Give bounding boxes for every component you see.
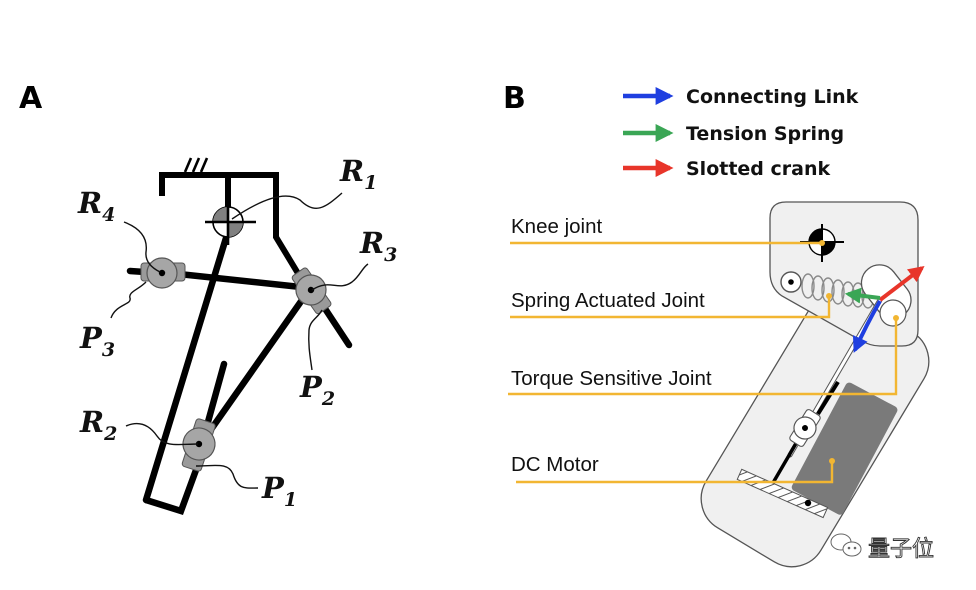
- label-p1: P1: [261, 471, 297, 511]
- legend-label: Tension Spring: [686, 123, 844, 145]
- callout-dots: [819, 240, 899, 464]
- label-p3: P3: [79, 321, 115, 361]
- connecting-link-arrow-icon: [852, 300, 882, 353]
- watermark-text: 量子位: [868, 537, 934, 562]
- link-r3-r2: [201, 286, 313, 442]
- motor-shaft: [804, 499, 812, 507]
- panel-a-label: A: [19, 81, 43, 116]
- leader-r2: [125, 422, 199, 446]
- link-thigh-bottom: [145, 468, 200, 516]
- callout-spring-actuated-joint: Spring Actuated Joint: [511, 289, 705, 312]
- joint-r2: [181, 418, 216, 472]
- leader-p2: [308, 309, 323, 371]
- leader-p1: [195, 464, 259, 489]
- callout-dc-motor: DC Motor: [511, 453, 599, 476]
- leader-p3: [110, 281, 147, 319]
- callout-line-torque-joint: [508, 318, 898, 396]
- link-thigh-left: [142, 234, 230, 504]
- label-r1: R1: [339, 154, 377, 194]
- leader-r3: [311, 263, 369, 291]
- label-p2: P2: [299, 370, 335, 410]
- callout-line-dc-motor: [516, 461, 834, 484]
- callouts: [508, 241, 898, 484]
- callout-torque-sensitive-joint: Torque Sensitive Joint: [511, 367, 712, 390]
- leader-r1: [231, 192, 343, 220]
- label-r4: R4: [77, 186, 115, 226]
- label-r3: R3: [359, 226, 397, 266]
- legend: Connecting Link Tension Spring Slotted c…: [623, 86, 859, 180]
- joint-r3: [291, 267, 332, 315]
- panel-b: B Connecting Link Tension Spring Slotted…: [503, 81, 930, 568]
- spring-anchor: [780, 271, 802, 293]
- panel-b-label: B: [503, 81, 526, 116]
- torque-sensitive-joint: [879, 299, 907, 327]
- ground-hatch-icon: [183, 157, 209, 173]
- frame-outline: [159, 172, 308, 287]
- rod-joint: [789, 409, 821, 447]
- panel-a: A: [19, 81, 397, 516]
- slotted-crank-arrow-icon: [878, 266, 925, 302]
- joint-labels: R1 R4 R3 P3 P2 R2 P1: [77, 154, 397, 511]
- leader-lines: [110, 192, 369, 489]
- callout-line-spring-joint: [510, 296, 831, 319]
- legend-item-connecting-link: Connecting Link: [623, 86, 859, 108]
- legend-item-slotted-crank: Slotted crank: [623, 158, 830, 180]
- label-r2: R2: [79, 405, 117, 445]
- legend-label: Connecting Link: [686, 86, 859, 108]
- watermark: 量子位: [830, 533, 934, 562]
- wechat-icon: [830, 533, 862, 557]
- tension-spring-arrow-icon: [844, 287, 881, 304]
- callout-knee-joint: Knee joint: [511, 215, 602, 238]
- legend-label: Slotted crank: [686, 158, 830, 180]
- joint-r1: [205, 206, 256, 245]
- ground-frame: [159, 172, 308, 287]
- legend-item-tension-spring: Tension Spring: [623, 123, 844, 145]
- leader-r4: [123, 221, 161, 273]
